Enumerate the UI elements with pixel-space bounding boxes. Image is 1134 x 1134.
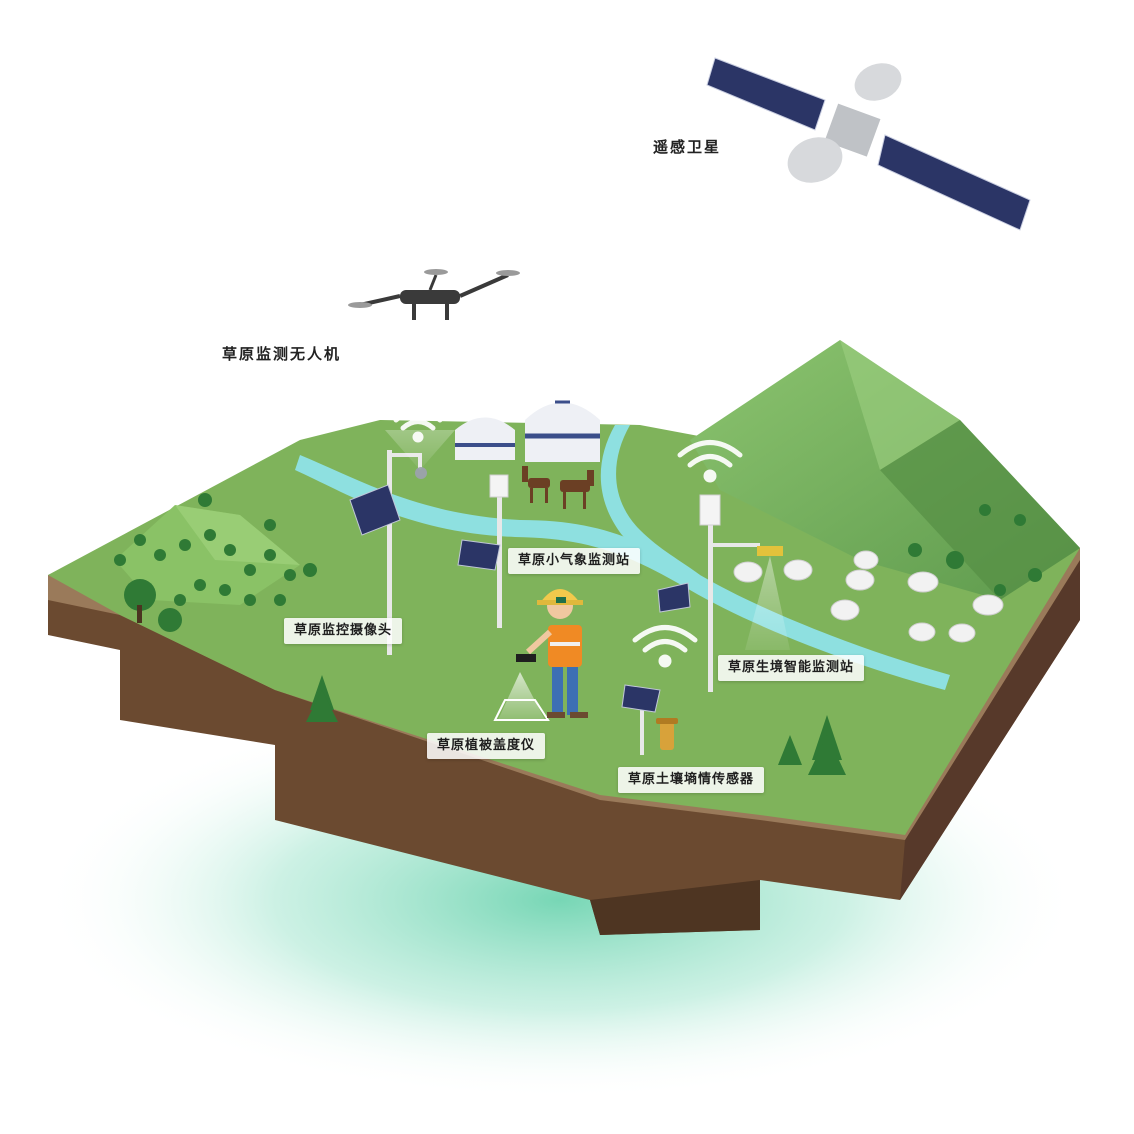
habitat-station [657,494,790,692]
satellite-icon [706,57,1031,231]
vegetation-meter-label: 草原植被盖度仪 [427,733,546,759]
habitat-station-label: 草原生境智能监测站 [718,655,865,681]
soil-sensor [621,684,678,755]
camera-label: 草原监控摄像头 [284,618,403,644]
river-branch [600,425,700,588]
yurts [455,400,600,462]
camera-pole [349,430,455,655]
wifi-signal-icon [393,407,743,668]
weather-station-label: 草原小气象监测站 [508,548,641,574]
drone-icon [348,269,520,320]
river [295,455,950,690]
sheep-flock [733,550,1004,643]
trees [114,493,1042,775]
worker [516,589,588,718]
weather-station [457,474,509,628]
drone-label: 草原监测无人机 [222,345,342,363]
soil-sensor-label: 草原土壤墒情传感器 [618,767,765,793]
horses [522,466,594,509]
vegetation-meter [493,672,550,721]
satellite-label: 遥感卫星 [653,138,722,156]
